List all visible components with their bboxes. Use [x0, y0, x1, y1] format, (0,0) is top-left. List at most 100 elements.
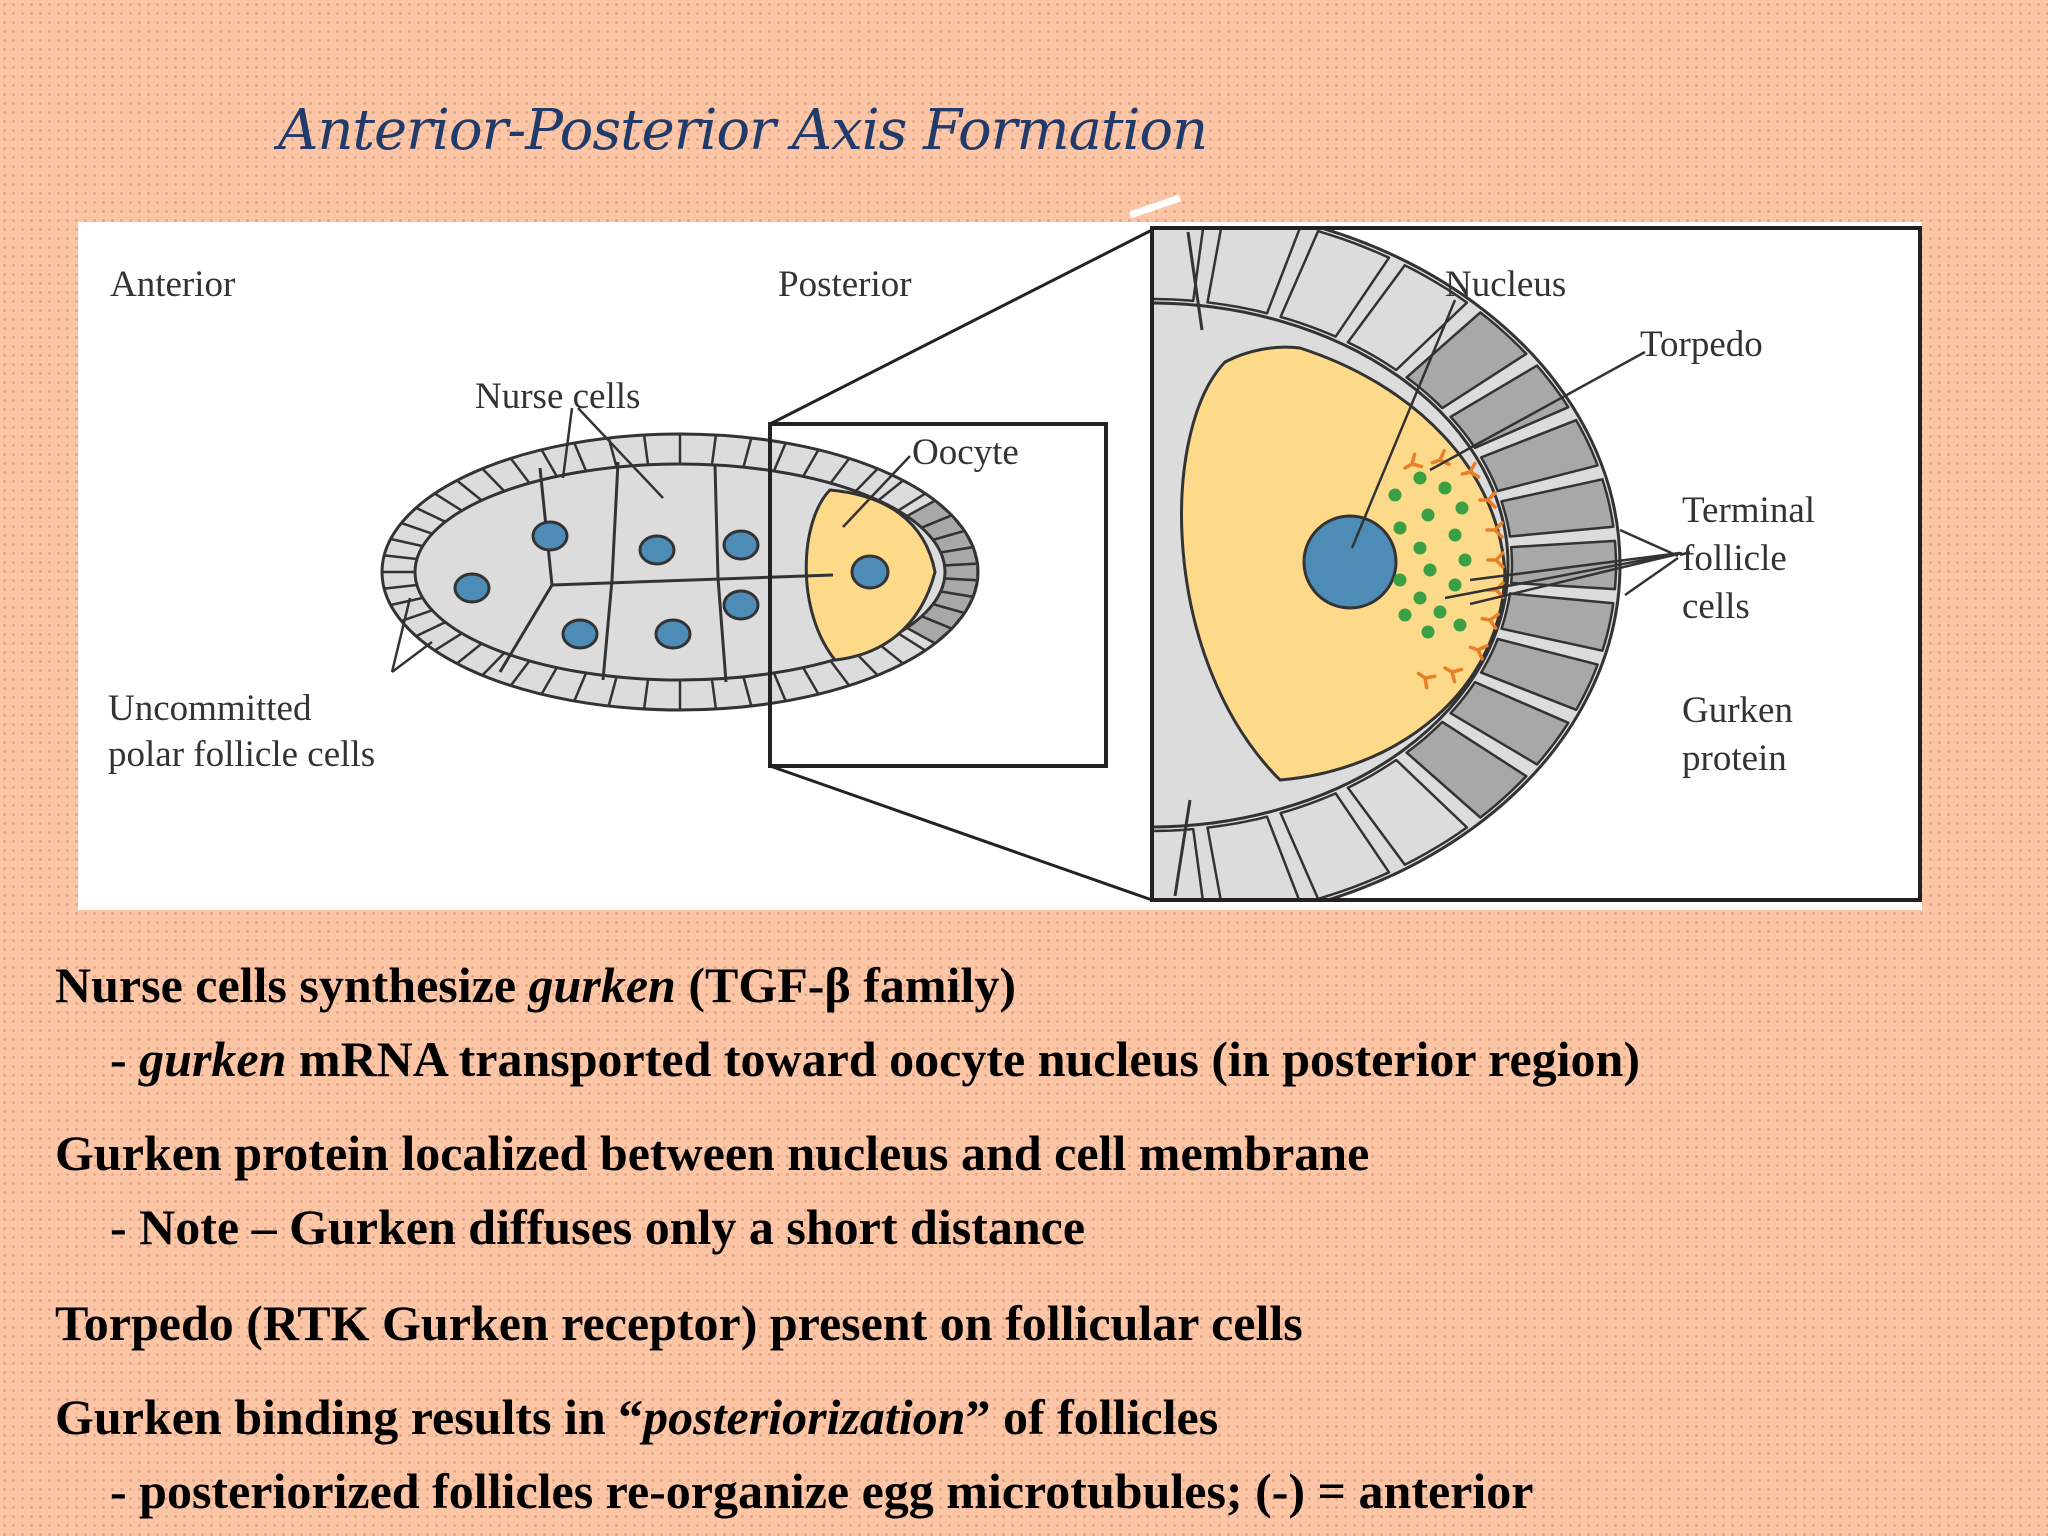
gurken-dot	[1398, 608, 1412, 622]
oocyte-nucleus-enlarged	[1302, 514, 1398, 610]
enlarged-follicle-cell	[1405, 311, 1528, 410]
oocyte-nucleus	[850, 554, 890, 590]
follicle-cell-divider	[772, 442, 787, 472]
follicle-cell-divider	[897, 492, 926, 512]
cell-boundary-line	[1186, 231, 1204, 331]
label-torpedo: Torpedo	[1640, 324, 1763, 365]
follicle-cell-divider	[384, 554, 418, 561]
follicle-cell-divider	[384, 583, 418, 590]
follicle-cell-divider	[573, 672, 588, 702]
follicle-cell-divider	[877, 479, 904, 502]
follicle-cell-divider	[509, 660, 531, 687]
gurken-dot	[1388, 488, 1402, 502]
follicle-cell-divider	[710, 434, 718, 465]
gurken-dot	[1393, 521, 1407, 535]
enlarged-follicle-cell	[1509, 539, 1618, 591]
left-leader-lines	[390, 407, 911, 673]
zoom-box	[768, 422, 1108, 768]
gurken-dot	[1458, 553, 1472, 567]
follicle-cell-divider	[434, 492, 463, 512]
follicle-cell-divider	[829, 457, 851, 484]
bullet-2: - gurken mRNA transported toward oocyte …	[110, 1031, 1641, 1087]
label-anterior: Anterior	[110, 264, 235, 305]
torpedo-receptor	[1478, 491, 1497, 509]
follicle-cell-divider	[456, 642, 483, 665]
follicle-cell-divider	[642, 679, 650, 710]
zoom-connector-top	[769, 228, 1153, 426]
label-posterior: Posterior	[778, 264, 912, 305]
bullet-6: Gurken binding results in “posteriorizat…	[55, 1389, 1219, 1445]
bullet-5: Torpedo (RTK Gurken receptor) present on…	[55, 1295, 1303, 1351]
follicle-cell-divider	[742, 437, 753, 468]
bullet-3: Gurken protein localized between nucleus…	[55, 1125, 1370, 1181]
gurken-dot	[1448, 578, 1462, 592]
follicle-cell-divider	[829, 660, 851, 687]
nurse-nucleus	[638, 534, 676, 566]
gurken-dot	[1433, 605, 1447, 619]
gurken-dot	[1393, 573, 1407, 587]
gurken-dot	[1448, 528, 1462, 542]
gurken-dot	[1455, 501, 1469, 515]
torpedo-receptor	[1403, 452, 1424, 470]
follicle-cell-divider	[802, 449, 820, 477]
nurse-nucleus	[722, 529, 760, 561]
bullet-1: Nurse cells synthesize gurken (TGF-β fam…	[55, 957, 1016, 1013]
follicle-cell-divider	[573, 442, 588, 472]
title-accent-mark	[1128, 194, 1182, 219]
enlarged-follicle-cell	[1479, 418, 1599, 493]
gurken-protein-dots	[1388, 471, 1472, 639]
gurken-dot	[1413, 591, 1427, 605]
enlarged-follicle-cell	[1500, 592, 1615, 652]
enlarged-follicle-cell	[1449, 364, 1570, 450]
enlarged-follicle-cell	[1206, 815, 1300, 898]
torpedo-receptor	[1485, 521, 1504, 539]
enlarged-follicle-cell	[1346, 758, 1469, 866]
enlarged-follicle-cell	[1346, 264, 1469, 372]
enlarged-follicle-cell	[1279, 792, 1391, 898]
torpedo-receptor	[1486, 551, 1505, 569]
label-gurken-1: Gurken	[1682, 690, 1793, 731]
zoom-connector-bottom	[769, 764, 1153, 902]
enlarged-follicle-cell	[1405, 720, 1528, 819]
label-oocyte: Oocyte	[912, 432, 1019, 473]
follicle-cell-divider	[400, 521, 433, 535]
enlarged-follicle-cell	[1279, 230, 1391, 338]
enlarged-follicle-cell	[1479, 637, 1599, 712]
bullet-4: - Note – Gurken diffuses only a short di…	[110, 1199, 1086, 1255]
enlarged-follicle-cell	[1206, 230, 1301, 315]
follicle-cell-divider	[802, 667, 820, 695]
follicle-cell-divider	[742, 676, 753, 707]
gurken-dot	[1421, 508, 1435, 522]
enlarged-view: Nucleus Torpedo Terminal follicle cells …	[1150, 226, 1922, 902]
follicle-cell-divider	[481, 651, 506, 677]
egg-chamber	[380, 432, 980, 712]
torpedo-receptor	[1443, 666, 1464, 684]
follicle-cell-divider	[540, 667, 558, 695]
follicle-cell-divider	[481, 467, 506, 493]
bullet-7: - posteriorized follicles re-organize eg…	[110, 1463, 1534, 1519]
follicle-cell-divider	[540, 449, 558, 477]
gurken-dot	[1421, 625, 1435, 639]
right-leader-lines	[1350, 299, 1691, 606]
follicle-cell-divider	[390, 537, 423, 548]
gurken-dot	[1413, 541, 1427, 555]
slide-title: Anterior-Posterior Axis Formation	[278, 98, 1208, 163]
follicle-cell-divider	[642, 434, 650, 465]
follicle-cell-divider	[710, 679, 718, 710]
torpedo-receptor	[1480, 612, 1500, 630]
torpedo-receptor	[1468, 644, 1489, 661]
gurken-dot	[1423, 563, 1437, 577]
label-nucleus: Nucleus	[1445, 264, 1566, 305]
label-terminal-1: Terminal	[1682, 490, 1815, 531]
cell-boundary-line	[1173, 799, 1192, 897]
label-terminal-3: cells	[1682, 586, 1750, 627]
follicle-cell-divider	[854, 467, 879, 493]
enlarged-follicle-cells	[1154, 230, 1618, 898]
label-nurse-cells: Nurse cells	[475, 376, 640, 417]
follicle-cell-divider	[434, 632, 463, 652]
follicle-cell-divider	[456, 479, 483, 502]
follicle-cell-divider	[415, 506, 446, 523]
follicle-cell-divider	[772, 672, 787, 702]
nurse-nucleus	[654, 618, 692, 650]
